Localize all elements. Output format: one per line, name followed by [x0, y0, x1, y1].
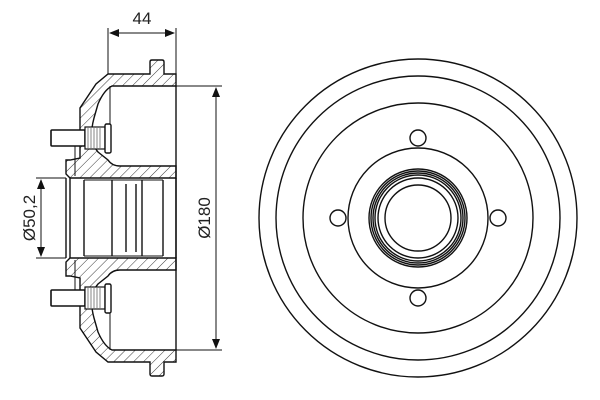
outer-diameter-label: Ø180 [195, 197, 214, 239]
drum-wall-top [65, 59, 177, 179]
dimension-outer-diameter: Ø180 [176, 85, 222, 351]
bore-diameter-label: Ø50,2 [20, 195, 39, 241]
bolt-hole-right [489, 209, 507, 227]
bolt-hole-bottom [409, 289, 427, 307]
width-label: 44 [133, 9, 152, 28]
front-view [258, 58, 578, 378]
wheel-stud-top [50, 123, 112, 154]
dimension-width: 44 [107, 9, 177, 74]
drum-inner-ring [302, 102, 534, 334]
drum-outer-ring [258, 58, 578, 378]
wheel-stud-bottom [50, 283, 112, 314]
drum-wall-bottom [65, 257, 177, 377]
bolt-hole-left [329, 209, 347, 227]
hub-bore [65, 178, 177, 258]
hub-flange-ring [347, 147, 489, 289]
hub-rings [368, 168, 468, 268]
drum-middle-ring [275, 75, 561, 361]
bolt-hole-top [409, 129, 427, 147]
dimension-bore-diameter: Ø50,2 [20, 177, 66, 259]
section-view: 44 Ø180 Ø50,2 [20, 9, 222, 377]
